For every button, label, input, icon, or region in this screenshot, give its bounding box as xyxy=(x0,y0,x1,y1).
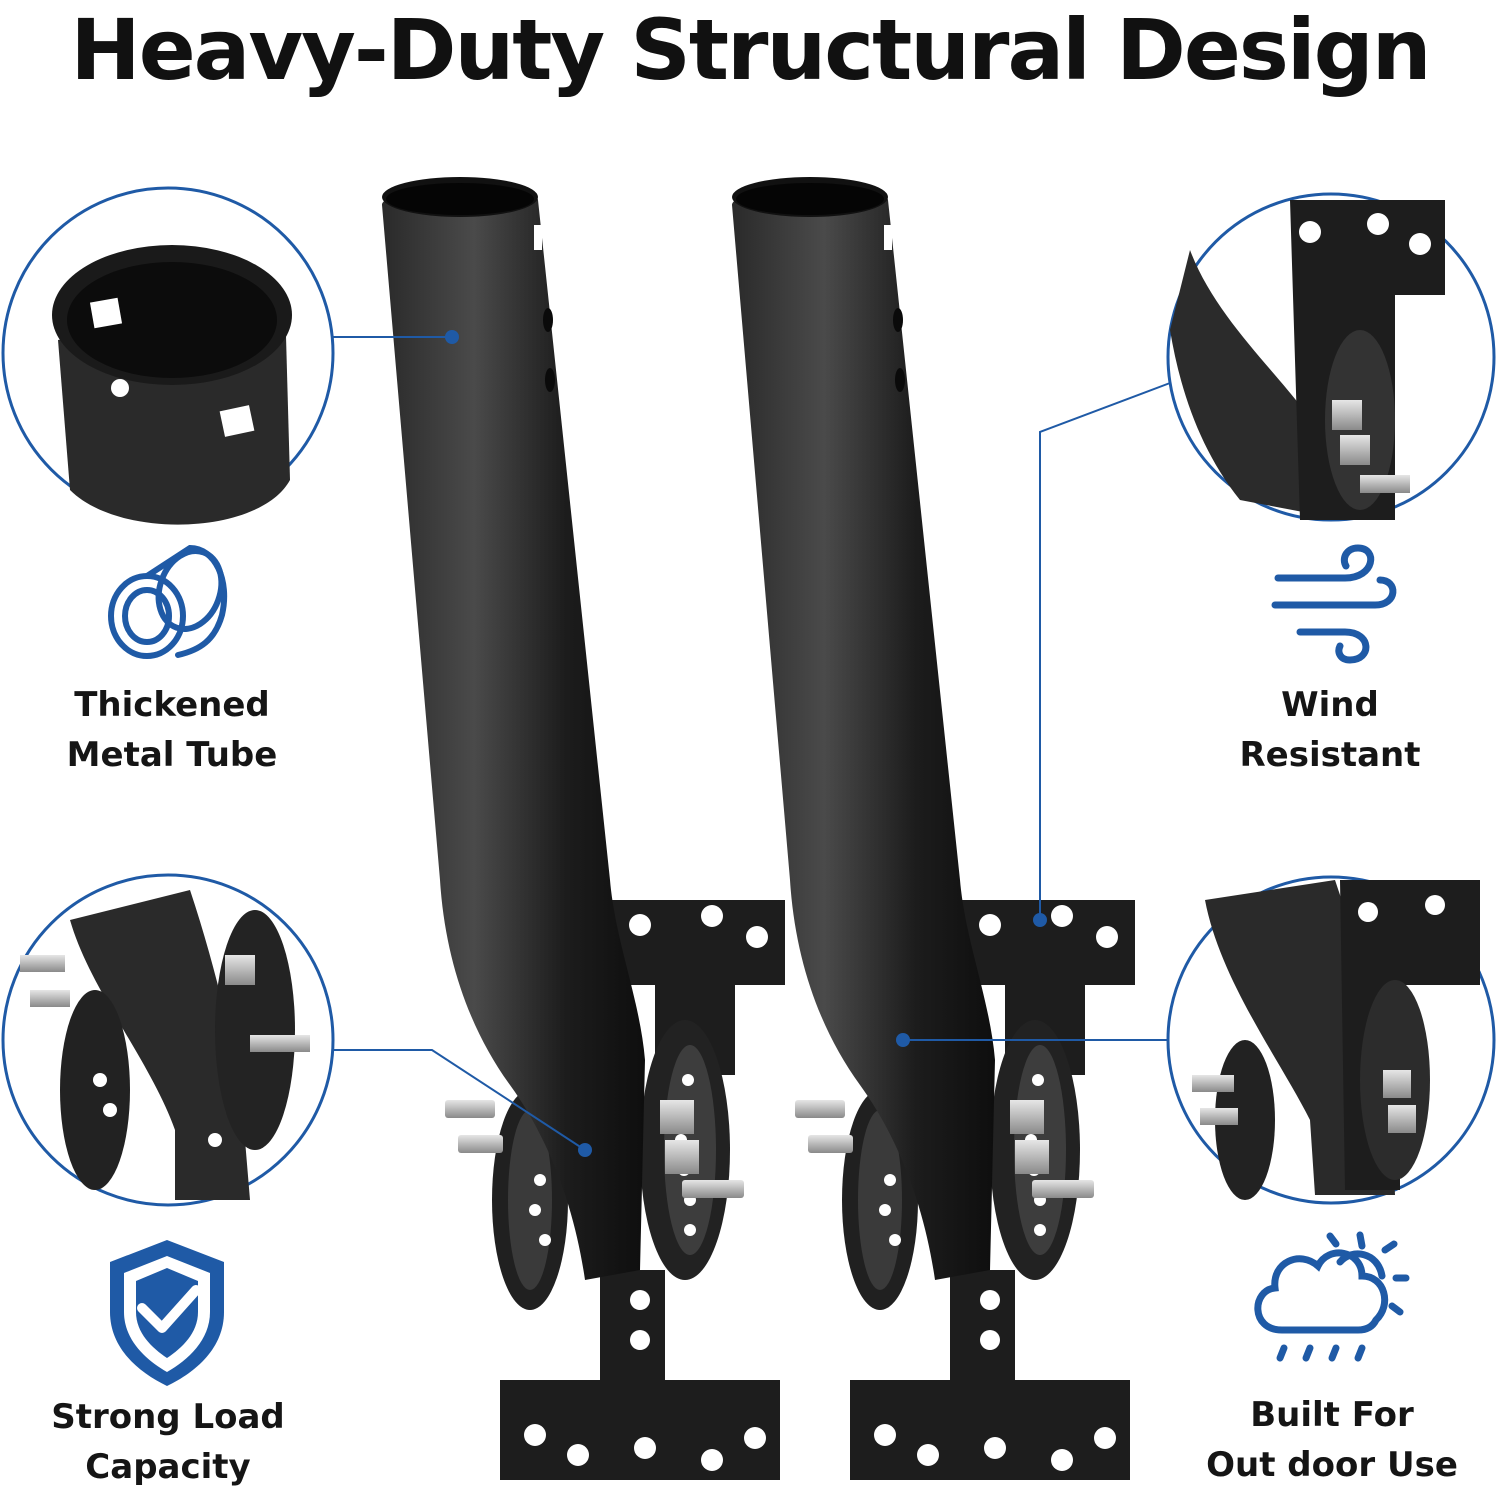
feature-wind-resistant: Wind Resistant xyxy=(1180,680,1480,780)
feature-line2: Out door Use xyxy=(1206,1445,1458,1485)
callout-dot-wind xyxy=(1033,913,1047,927)
feature-line1: Strong Load xyxy=(51,1397,285,1437)
feature-line1: Built For xyxy=(1250,1395,1414,1435)
callout-line-wind xyxy=(1039,382,1171,920)
callout-dot-tube xyxy=(445,330,459,344)
zoom-tube-opening xyxy=(1,186,335,525)
page-title: Heavy-Duty Structural Design xyxy=(70,1,1431,99)
feature-strong-load: Strong Load Capacity xyxy=(18,1392,318,1492)
callout-dot-load xyxy=(578,1143,592,1157)
weather-icon xyxy=(1254,1231,1410,1362)
wind-icon xyxy=(1271,544,1397,664)
zoom-swivel-joint xyxy=(1166,192,1496,522)
zoom-bolt-plate-left xyxy=(1,873,335,1207)
feature-line2: Metal Tube xyxy=(66,735,278,775)
feature-line1: Thickened xyxy=(74,685,270,725)
feature-line2: Capacity xyxy=(85,1447,251,1487)
bracket-right xyxy=(732,177,1135,1480)
zoom-bolt-plate-right xyxy=(1166,875,1496,1205)
callout-line-load xyxy=(333,1049,586,1151)
feature-thickened-tube: Thickened Metal Tube xyxy=(22,680,322,780)
callout-dot-outdoor xyxy=(896,1033,910,1047)
shield-check-icon xyxy=(110,1240,224,1386)
bracket-left xyxy=(382,177,785,1480)
feature-line1: Wind xyxy=(1281,685,1379,725)
tube-icon xyxy=(108,544,228,659)
feature-line2: Resistant xyxy=(1239,735,1421,775)
feature-outdoor-use: Built For Out door Use xyxy=(1182,1390,1482,1490)
